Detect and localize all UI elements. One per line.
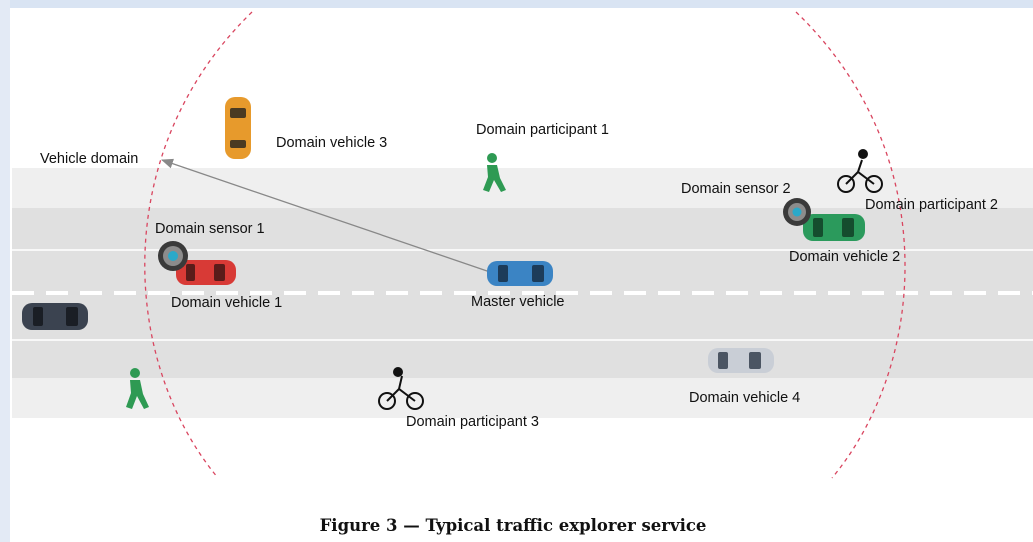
pedestrian-left-icon bbox=[126, 368, 149, 409]
domain-participant-3-label: Domain participant 3 bbox=[406, 414, 539, 430]
domain-vehicle-1-car-icon bbox=[176, 260, 236, 285]
frame-top-border bbox=[0, 0, 1033, 8]
domain-participant-1-label: Domain participant 1 bbox=[476, 122, 609, 138]
domain-arrow bbox=[161, 158, 491, 273]
domain-sensor-2-camera-icon bbox=[783, 198, 811, 226]
domain-sensor-1-label: Domain sensor 1 bbox=[155, 221, 265, 237]
domain-vehicle-2-car-icon bbox=[803, 214, 865, 241]
frame-left-border bbox=[0, 0, 10, 542]
domain-vehicle-2-label: Domain vehicle 2 bbox=[789, 249, 900, 265]
domain-sensor-2-label: Domain sensor 2 bbox=[681, 181, 791, 197]
domain-vehicle-4-label: Domain vehicle 4 bbox=[689, 390, 800, 406]
domain-vehicle-3-car-icon bbox=[225, 97, 251, 159]
domain-vehicle-3-label: Domain vehicle 3 bbox=[276, 135, 387, 151]
domain-participant-3-bicycle-icon bbox=[378, 367, 424, 410]
domain-vehicle-4-car-icon bbox=[708, 348, 774, 373]
domain-vehicle-1-label: Domain vehicle 1 bbox=[171, 295, 282, 311]
master-vehicle-label: Master vehicle bbox=[471, 294, 564, 310]
figure-caption: Figure 3 — Typical traffic explorer serv… bbox=[320, 516, 707, 535]
outside-vehicle-car-icon bbox=[22, 303, 88, 330]
vehicle-domain-label: Vehicle domain bbox=[40, 151, 138, 167]
domain-participant-2-label: Domain participant 2 bbox=[865, 197, 998, 213]
domain-sensor-1-camera-icon bbox=[158, 241, 188, 271]
domain-participant-2-bicycle-icon bbox=[837, 149, 883, 193]
domain-participant-1-pedestrian-icon bbox=[483, 153, 506, 192]
master-vehicle-car-icon bbox=[487, 261, 553, 286]
sidewalk-bottom bbox=[12, 378, 1033, 418]
